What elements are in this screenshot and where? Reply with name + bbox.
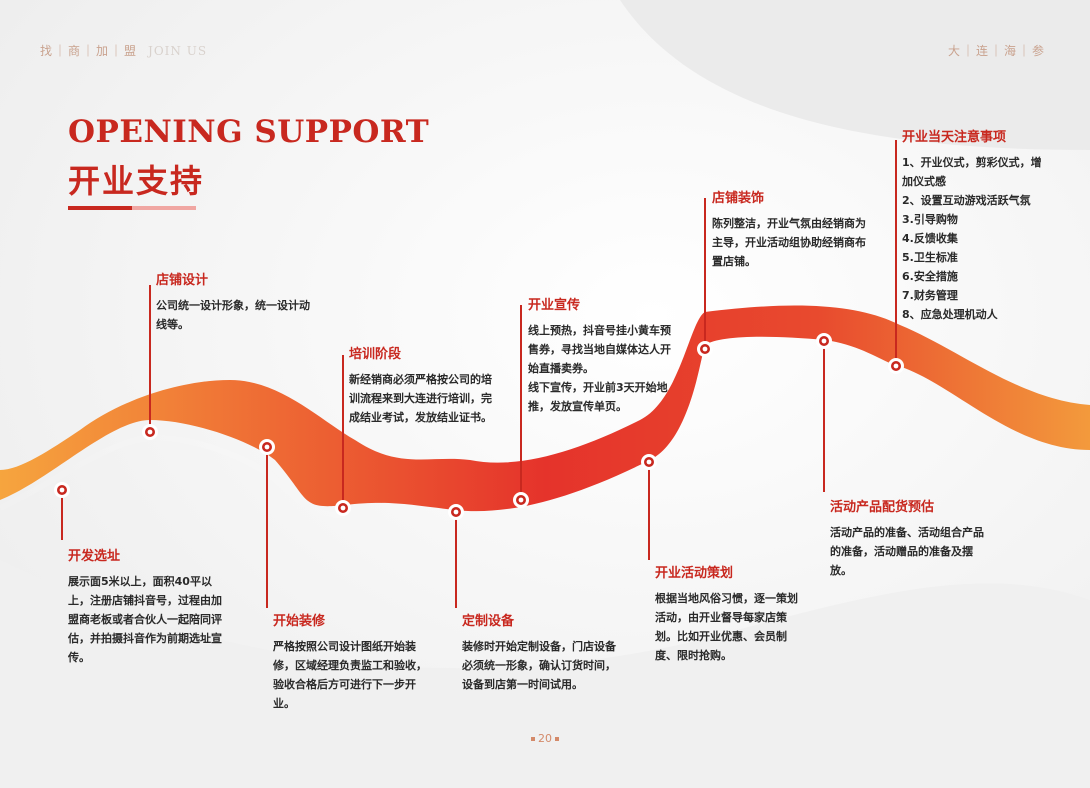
bottom-swoosh: [0, 560, 1090, 788]
step-custom-equipment: 定制设备 装修时开始定制设备，门店设备必须统一形象，确认订货时间，设备到店第一时…: [462, 610, 622, 694]
step-text: 线上预热，抖音号挂小黄车预售券，寻找当地自媒体达人开始直播卖券。 线下宣传，开业…: [528, 324, 671, 413]
list-item: 1、开业仪式，剪彩仪式，增加仪式感: [902, 156, 1042, 188]
ribbon-highlight: [0, 434, 346, 519]
step-text: 活动产品的准备、活动组合产品的准备，活动赠品的准备及摆放。: [830, 526, 984, 577]
step-event-planning: 开业活动策划 根据当地风俗习惯，逐一策划活动，由开业督导每家店策划。比如开业优惠…: [655, 562, 805, 665]
timeline-ribbon: [0, 305, 1090, 512]
header-right: 大｜连｜海｜参: [947, 44, 1046, 58]
list-item: 5.卫生标准: [902, 251, 958, 264]
step-text: 严格按照公司设计图纸开始装修，区域经理负责监工和验收，验收合格后方可进行下一步开…: [273, 640, 427, 710]
step-text: 展示面5米以上，面积40平以上，注册店铺抖音号，过程由加盟商老板或者合伙人一起陪…: [68, 575, 222, 664]
step-title: 开业宣传: [528, 298, 581, 313]
step-opening-day-notes: 开业当天注意事项 1、开业仪式，剪彩仪式，增加仪式感 2、设置互动游戏活跃气氛 …: [902, 126, 1052, 324]
marker-4: [335, 500, 351, 516]
step-opening-promotion: 开业宣传 线上预热，抖音号挂小黄车预售券，寻找当地自媒体达人开始直播卖券。 线下…: [528, 294, 678, 416]
step-title: 开发选址: [68, 549, 121, 564]
step-text: 陈列整洁，开业气氛由经销商为主导，开业活动组协助经销商布置店铺。: [712, 217, 866, 268]
step-training: 培训阶段 新经销商必须严格按公司的培训流程来到大连进行培训，完成结业考试，发放结…: [349, 343, 494, 427]
marker-8: [697, 341, 713, 357]
step-title: 店铺设计: [156, 273, 209, 288]
header-left: 找｜商｜加｜盟 JOIN US: [40, 42, 207, 59]
title-underline: [68, 206, 196, 210]
step-text: 新经销商必须严格按公司的培训流程来到大连进行培训，完成结业考试，发放结业证书。: [349, 373, 492, 424]
step-title: 开业活动策划: [655, 566, 734, 581]
notes-list: 1、开业仪式，剪彩仪式，增加仪式感 2、设置互动游戏活跃气氛 3.引导购物 4.…: [902, 153, 1052, 324]
step-title: 开始装修: [273, 614, 326, 629]
header-left-en: JOIN US: [148, 44, 208, 58]
page-number: 20: [0, 732, 1090, 745]
marker-9: [816, 333, 832, 349]
step-site-selection: 开发选址 展示面5米以上，面积40平以上，注册店铺抖音号，过程由加盟商老板或者合…: [68, 545, 230, 667]
step-title: 活动产品配货预估: [830, 500, 935, 515]
timeline-markers: [54, 333, 904, 520]
list-item: 8、应急处理机动人: [902, 308, 998, 321]
step-store-decoration: 店铺装饰 陈列整洁，开业气氛由经销商为主导，开业活动组协助经销商布置店铺。: [712, 187, 874, 271]
header-left-cn: 找｜商｜加｜盟: [40, 44, 139, 58]
step-title: 店铺装饰: [712, 191, 765, 206]
page-title-cn: 开业支持: [68, 162, 205, 200]
step-text: 公司统一设计形象，统一设计动线等。: [156, 299, 310, 331]
list-item: 3.引导购物: [902, 213, 958, 226]
list-item: 7.财务管理: [902, 289, 958, 302]
step-text: 根据当地风俗习惯，逐一策划活动，由开业督导每家店策划。比如开业优惠、会员制度、限…: [655, 592, 798, 662]
step-text: 装修时开始定制设备，门店设备必须统一形象，确认订货时间，设备到店第一时间试用。: [462, 640, 616, 691]
connector-lines: [61, 140, 897, 608]
list-item: 2、设置互动游戏活跃气氛: [902, 194, 1031, 207]
list-item: 6.安全措施: [902, 270, 958, 283]
step-title: 定制设备: [462, 614, 515, 629]
step-store-design: 店铺设计 公司统一设计形象，统一设计动线等。: [156, 269, 318, 334]
page-title-en: OPENING SUPPORT: [68, 114, 430, 150]
marker-2: [142, 424, 158, 440]
top-swoosh: [620, 0, 1090, 150]
list-item: 4.反馈收集: [902, 232, 958, 245]
step-stock-estimate: 活动产品配货预估 活动产品的准备、活动组合产品的准备，活动赠品的准备及摆放。: [830, 496, 985, 580]
step-renovation: 开始装修 严格按照公司设计图纸开始装修，区域经理负责监工和验收，验收合格后方可进…: [273, 610, 435, 713]
marker-7: [641, 454, 657, 470]
step-title: 培训阶段: [349, 347, 402, 362]
marker-6: [513, 492, 529, 508]
marker-5: [448, 504, 464, 520]
step-title: 开业当天注意事项: [902, 130, 1007, 145]
marker-3: [259, 439, 275, 455]
marker-10: [888, 358, 904, 374]
marker-1: [54, 482, 70, 498]
